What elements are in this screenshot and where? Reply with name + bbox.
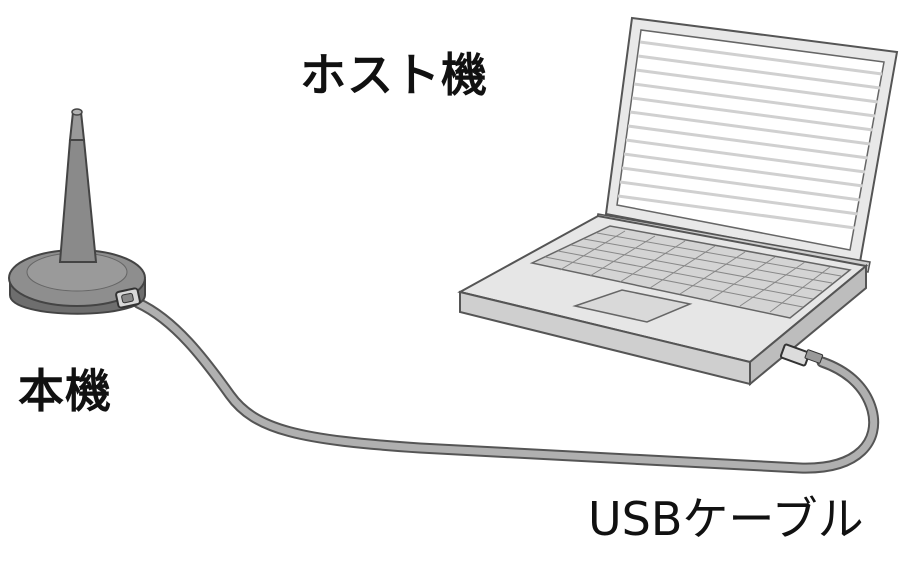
screen-lines — [617, 40, 883, 230]
touchpad — [572, 289, 693, 323]
keyboard-keys — [544, 230, 842, 313]
laptop-illustration — [457, 16, 899, 387]
device-label: 本機 — [18, 364, 112, 418]
usb-cable — [132, 297, 880, 474]
laptop-usb-port — [779, 343, 824, 367]
cable-label: USBケーブル — [588, 492, 864, 546]
host-label: ホスト機 — [300, 48, 488, 102]
device-illustration — [8, 108, 146, 315]
device-usb-port — [115, 287, 141, 309]
